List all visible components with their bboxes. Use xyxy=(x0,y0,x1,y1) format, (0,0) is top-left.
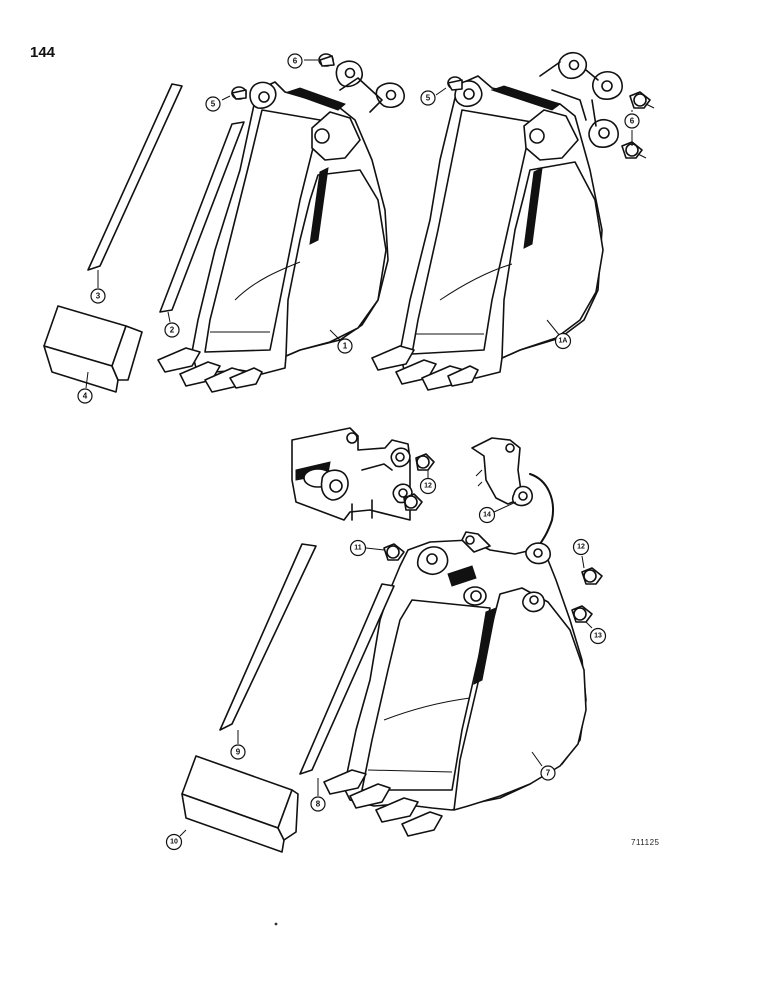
bucket-1 xyxy=(157,60,405,393)
pin-5-left xyxy=(231,86,247,100)
svg-text:1A: 1A xyxy=(559,338,568,345)
svg-text:12: 12 xyxy=(577,544,585,551)
callout-12-right: 12 xyxy=(572,538,590,556)
callout-11: 11 xyxy=(349,539,367,557)
callout-14: 14 xyxy=(478,506,496,524)
svg-text:3: 3 xyxy=(96,292,101,301)
callout-4: 4 xyxy=(77,388,93,404)
callout-12-upper: 12 xyxy=(419,477,437,495)
bucket-1a xyxy=(371,51,623,391)
cutting-edge-9 xyxy=(219,543,317,731)
bucket-7 xyxy=(323,531,587,837)
cutting-edge-3 xyxy=(87,83,183,271)
shroud-4 xyxy=(43,305,143,393)
callout-5-left: 5 xyxy=(205,96,221,112)
svg-text:12: 12 xyxy=(424,483,432,490)
callout-8: 8 xyxy=(310,796,326,812)
bushing-12-right xyxy=(581,567,603,585)
svg-text:4: 4 xyxy=(83,392,88,401)
callout-9: 9 xyxy=(230,744,246,760)
svg-text:10: 10 xyxy=(170,839,178,846)
callout-5-right: 5 xyxy=(420,90,436,106)
svg-text:6: 6 xyxy=(630,117,635,126)
svg-text:11: 11 xyxy=(354,545,362,552)
svg-text:14: 14 xyxy=(483,512,491,519)
leader-lines xyxy=(85,59,633,837)
svg-text:7: 7 xyxy=(546,769,551,778)
callout-6-top: 6 xyxy=(287,53,303,69)
bushings-12-upper xyxy=(403,453,435,511)
callout-1a: 1A xyxy=(554,332,572,350)
callout-10: 10 xyxy=(165,833,183,851)
pin-6-top xyxy=(318,53,335,67)
callout-1: 1 xyxy=(337,338,353,354)
cutting-edge-2 xyxy=(159,121,245,313)
svg-text:2: 2 xyxy=(170,326,175,335)
svg-text:5: 5 xyxy=(426,94,431,103)
shroud-10 xyxy=(181,755,299,853)
callout-3: 3 xyxy=(90,288,106,304)
svg-text:5: 5 xyxy=(211,100,216,109)
cutting-edge-8 xyxy=(299,583,395,775)
svg-text:13: 13 xyxy=(594,633,602,640)
callout-6-right: 6 xyxy=(624,113,640,129)
pins-6-right xyxy=(621,91,655,159)
assembly-arrow xyxy=(529,473,554,545)
svg-text:1: 1 xyxy=(343,342,348,351)
svg-text:9: 9 xyxy=(236,748,241,757)
callout-13: 13 xyxy=(589,627,607,645)
callout-2: 2 xyxy=(164,322,180,338)
mounting-bracket xyxy=(291,427,413,521)
pin-5-right xyxy=(447,76,463,91)
page-number: 144 xyxy=(30,44,56,61)
bushing-13 xyxy=(571,605,593,623)
callout-7: 7 xyxy=(540,765,556,781)
svg-text:8: 8 xyxy=(316,800,321,809)
bushing-11 xyxy=(383,543,405,561)
svg-text:6: 6 xyxy=(293,57,298,66)
figure-id: 711125 xyxy=(631,838,660,847)
link-plate-14 xyxy=(471,437,533,507)
